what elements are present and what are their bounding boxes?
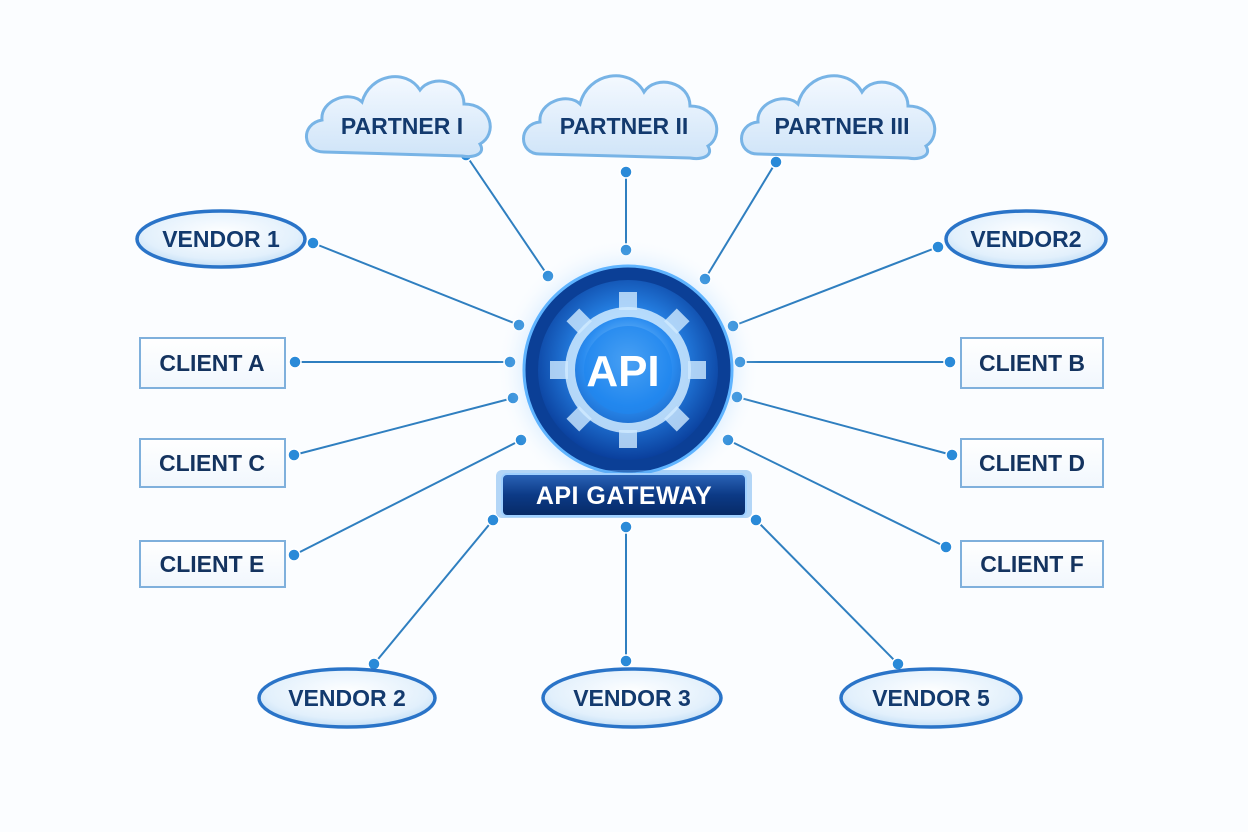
client-label: CLIENT E — [160, 551, 265, 577]
dot — [287, 548, 301, 562]
client-box-a: CLIENT A — [139, 337, 286, 389]
dot — [943, 355, 957, 369]
badge-shape — [501, 473, 747, 517]
box-shape — [960, 540, 1104, 588]
hub-center — [584, 326, 672, 414]
gear-tooth — [688, 361, 706, 379]
client-label: CLIENT D — [979, 450, 1085, 476]
cloud-shape — [740, 74, 937, 160]
vendor-oval-1: VENDOR 1 — [135, 209, 307, 269]
partner-label: PARTNER I — [341, 113, 463, 139]
client-label: CLIENT A — [159, 350, 264, 376]
dot — [931, 240, 945, 254]
dot — [749, 513, 763, 527]
vendor-oval-2-right: VENDOR2 — [944, 209, 1108, 269]
cloud-shape — [305, 75, 492, 158]
dot — [619, 654, 633, 668]
vendor-oval-3: VENDOR 3 — [541, 667, 723, 729]
connector-client-d — [736, 396, 953, 456]
gear-tooth — [619, 430, 637, 448]
box-shape — [139, 438, 286, 488]
dot — [287, 448, 301, 462]
partner-cloud-1: PARTNER I — [305, 75, 492, 158]
connector-vendor-2-right — [732, 246, 939, 327]
gear-tooth — [550, 361, 568, 379]
client-label: CLIENT F — [980, 551, 1084, 577]
dot — [891, 657, 905, 671]
partner-label: PARTNER III — [774, 113, 909, 139]
dot — [306, 236, 320, 250]
connector-lines — [293, 154, 953, 665]
vendor-oval-5: VENDOR 5 — [839, 667, 1023, 729]
connector-partner-3 — [704, 161, 777, 280]
dot — [619, 520, 633, 534]
api-gateway-badge: API GATEWAY — [496, 470, 752, 518]
connector-vendor-2-bottom — [373, 519, 494, 665]
box-shape — [960, 438, 1104, 488]
vendor-label: VENDOR 1 — [162, 226, 280, 252]
connector-client-e — [293, 439, 522, 556]
dot — [945, 448, 959, 462]
oval-shape — [839, 667, 1023, 729]
hub-label: API — [586, 347, 659, 396]
partner-label: PARTNER II — [560, 113, 689, 139]
oval-shape — [257, 667, 437, 729]
client-box-c: CLIENT C — [139, 438, 286, 488]
partner-cloud-3: PARTNER III — [740, 74, 937, 160]
client-box-b: CLIENT B — [960, 337, 1104, 389]
partner-cloud-2: PARTNER II — [522, 74, 719, 160]
vendor-label: VENDOR 5 — [872, 685, 990, 711]
dot — [288, 355, 302, 369]
client-label: CLIENT B — [979, 350, 1085, 376]
box-shape — [139, 337, 286, 389]
dot — [769, 155, 783, 169]
oval-shape — [944, 209, 1108, 269]
box-shape — [139, 540, 286, 588]
vendor-label: VENDOR2 — [970, 226, 1081, 252]
client-box-e: CLIENT E — [139, 540, 286, 588]
api-hub: API — [496, 238, 760, 502]
box-shape — [960, 337, 1104, 389]
dot — [486, 513, 500, 527]
vendor-label: VENDOR 3 — [573, 685, 691, 711]
dot — [939, 540, 953, 554]
connector-vendor-5 — [755, 519, 899, 665]
client-box-d: CLIENT D — [960, 438, 1104, 488]
client-box-f: CLIENT F — [960, 540, 1104, 588]
badge-label: API GATEWAY — [536, 482, 712, 510]
oval-shape — [135, 209, 307, 269]
connector-vendor-1 — [312, 242, 520, 326]
gear-tooth — [619, 292, 637, 310]
oval-shape — [541, 667, 723, 729]
connector-partner-1 — [465, 154, 549, 277]
vendor-label: VENDOR 2 — [288, 685, 406, 711]
connector-client-f — [727, 439, 947, 548]
connector-client-c — [293, 397, 514, 456]
client-label: CLIENT C — [159, 450, 265, 476]
dot — [619, 165, 633, 179]
cloud-shape — [522, 74, 719, 160]
vendor-oval-2-bottom: VENDOR 2 — [257, 667, 437, 729]
gear-ring — [565, 307, 691, 433]
